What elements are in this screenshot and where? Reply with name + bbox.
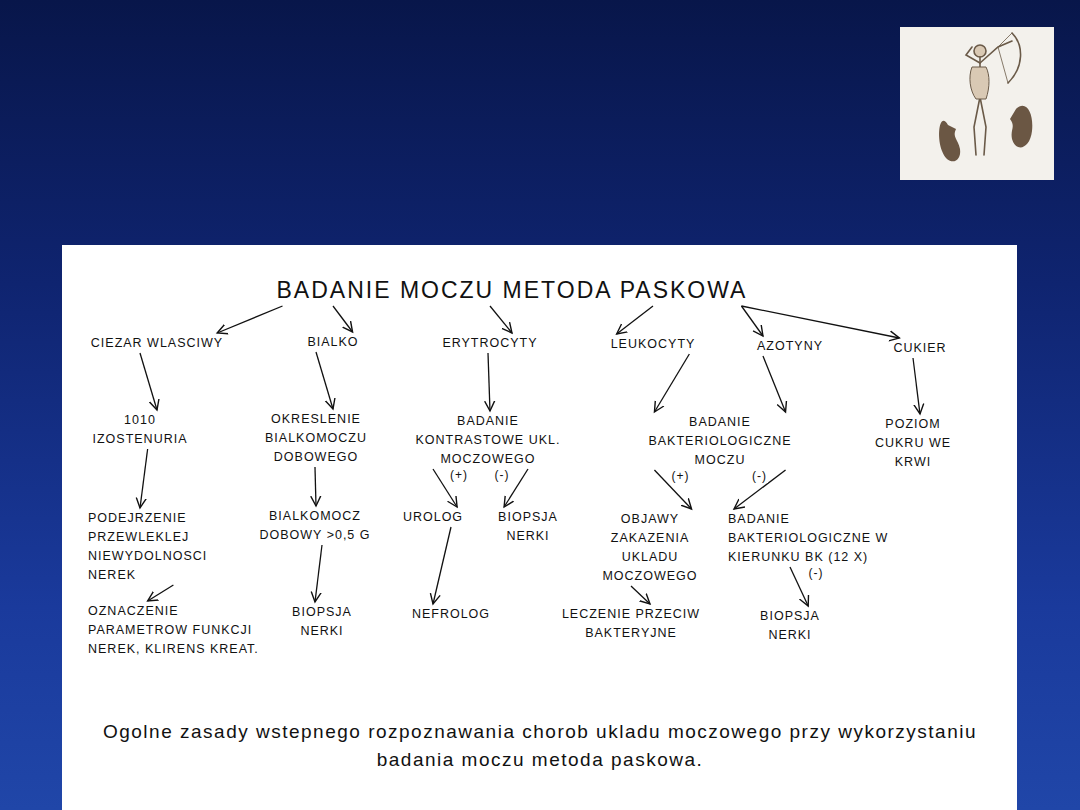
- flow-arrow: [763, 356, 786, 412]
- flow-arrow: [217, 306, 282, 333]
- flow-step: BADANIE BAKTERIOLOGICZNE MOCZU: [638, 413, 803, 470]
- caption: Ogolne zasady wstepnego rozpoznawania ch…: [103, 721, 977, 770]
- flow-step: OKRESLENIE BIALKOMOCZU DOBOWEGO: [254, 410, 379, 467]
- flow-arrow: [913, 358, 920, 414]
- branch-label: (-): [751, 469, 768, 483]
- branch-label: (+): [670, 469, 690, 483]
- flow-step: BIALKO: [307, 333, 358, 352]
- flow-arrow: [333, 306, 353, 332]
- step-text: BADANIE BAKTERIOLOGICZNE MOCZU: [648, 415, 791, 467]
- flow-step: ERYTROCYTY: [442, 334, 537, 353]
- step-text: 1010 IZOSTENURIA: [92, 413, 187, 446]
- flow-step: NEFROLOG: [412, 605, 490, 624]
- flow-step: PODEJRZENIE PRZEWLEKLEJ NIEWYDOLNOSCI NE…: [88, 509, 228, 585]
- step-text: LECZENIE PRZECIW BAKTERYJNE: [562, 607, 700, 640]
- archer-kidneys-illustration: [900, 27, 1054, 180]
- branch-label: (-): [807, 566, 824, 580]
- flow-step: OBJAWY ZAKAZENIA UKLADU MOCZOWEGO: [600, 510, 700, 586]
- step-text: BIOPSJA NERKI: [498, 510, 558, 543]
- flow-arrow: [148, 585, 174, 601]
- branch-label: (+): [449, 468, 469, 482]
- flow-arrow: [488, 353, 490, 411]
- step-text: BIOPSJA NERKI: [292, 605, 352, 638]
- flow-arrow: [315, 467, 316, 506]
- step-text: OZNACZENIE PARAMETROW FUNKCJI NEREK, KLI…: [88, 604, 259, 656]
- flow-step: 1010 IZOSTENURIA: [80, 411, 200, 449]
- flow-step: CUKIER: [893, 339, 946, 358]
- flow-arrow: [790, 567, 808, 606]
- flow-arrow: [490, 306, 512, 333]
- flow-arrow: [654, 354, 689, 412]
- step-text: CIEZAR WLASCIWY: [91, 336, 223, 350]
- flow-step: OZNACZENIE PARAMETROW FUNKCJI NEREK, KLI…: [88, 602, 280, 659]
- step-text: PODEJRZENIE PRZEWLEKLEJ NIEWYDOLNOSCI NE…: [88, 511, 207, 582]
- step-text: BADANIE KONTRASTOWE UKL. MOCZOWEGO: [416, 414, 561, 466]
- flow-step: BADANIE BAKTERIOLOGICZNE W KIERUNKU BK (…: [728, 510, 893, 567]
- step-text: OBJAWY ZAKAZENIA UKLADU MOCZOWEGO: [602, 512, 697, 583]
- flow-arrow: [316, 352, 333, 409]
- step-text: BIOPSJA NERKI: [760, 609, 820, 642]
- flow-step: LECZENIE PRZECIW BAKTERYJNE: [546, 605, 716, 643]
- flow-arrow: [654, 470, 691, 509]
- step-text: UROLOG: [403, 510, 463, 524]
- flow-step: BIOPSJA NERKI: [488, 508, 568, 546]
- flow-step: BIALKOMOCZ DOBOWY >0,5 G: [248, 507, 383, 545]
- flow-step: LEUKOCYTY: [611, 335, 696, 354]
- step-text: BIALKO: [307, 335, 358, 349]
- step-text: CUKIER: [893, 341, 946, 355]
- flow-arrow: [315, 545, 322, 602]
- caption-block: Ogolne zasady wstepnego rozpoznawania ch…: [90, 718, 990, 774]
- flow-step: BIOPSJA NERKI: [282, 603, 362, 641]
- flow-step: BIOPSJA NERKI: [750, 607, 830, 645]
- step-text: POZIOM CUKRU WE KRWI: [875, 417, 951, 469]
- flow-step: UROLOG: [403, 508, 463, 527]
- flow-arrow: [433, 527, 451, 604]
- step-text: AZOTYNY: [757, 339, 823, 353]
- step-text: NEFROLOG: [412, 607, 490, 621]
- step-text: LEUKOCYTY: [611, 337, 696, 351]
- step-text: BADANIE MOCZU METODA PASKOWA: [277, 277, 748, 303]
- flow-arrow: [617, 306, 653, 334]
- flow-arrow: [734, 470, 786, 509]
- flow-step: CIEZAR WLASCIWY: [91, 334, 223, 353]
- step-text: BADANIE BAKTERIOLOGICZNE W KIERUNKU BK (…: [728, 512, 888, 564]
- flow-arrow: [140, 449, 148, 508]
- flow-arrow: [741, 306, 899, 338]
- flow-step: AZOTYNY: [757, 337, 823, 356]
- flow-arrow: [741, 306, 763, 336]
- flow-step: POZIOM CUKRU WE KRWI: [874, 415, 952, 472]
- step-text: ERYTROCYTY: [442, 336, 537, 350]
- step-text: BIALKOMOCZ DOBOWY >0,5 G: [259, 509, 370, 542]
- step-text: OKRESLENIE BIALKOMOCZU DOBOWEGO: [265, 412, 367, 464]
- flow-arrow: [631, 586, 650, 604]
- branch-label: (-): [493, 468, 510, 482]
- root-heading: BADANIE MOCZU METODA PASKOWA: [277, 276, 748, 304]
- flow-arrow: [140, 353, 157, 410]
- flow-step: BADANIE KONTRASTOWE UKL. MOCZOWEGO: [413, 412, 563, 469]
